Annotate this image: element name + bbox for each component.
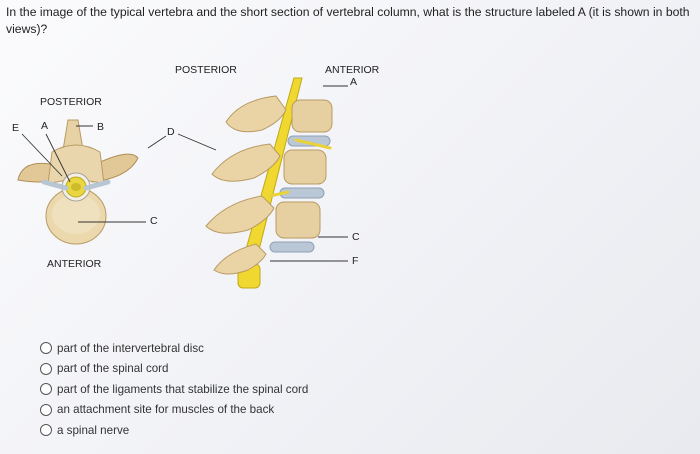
radio-button[interactable] <box>40 403 52 416</box>
top-posterior-label: POSTERIOR <box>40 96 102 108</box>
option-label: a spinal nerve <box>57 423 130 437</box>
option-label: an attachment site for muscles of the ba… <box>57 403 275 417</box>
option-ligaments[interactable]: part of the ligaments that stabilize the… <box>40 379 308 400</box>
option-label: part of the intervertebral disc <box>57 341 204 355</box>
side-label-a: A <box>350 76 357 88</box>
top-anterior-label: ANTERIOR <box>47 258 102 270</box>
question-text: In the image of the typical vertebra and… <box>6 5 690 36</box>
vertebra-figure: POSTERIOR E A B C ANTERIOR <box>0 56 400 296</box>
top-label-c: C <box>150 215 158 227</box>
option-label: part of the spinal cord <box>57 362 169 376</box>
option-intervertebral-disc[interactable]: part of the intervertebral disc <box>40 338 308 359</box>
side-label-c: C <box>352 231 360 243</box>
top-label-e: E <box>12 122 19 134</box>
option-spinal-nerve[interactable]: a spinal nerve <box>40 420 308 441</box>
top-label-b: B <box>97 121 104 133</box>
option-label: part of the ligaments that stabilize the… <box>57 382 309 396</box>
side-posterior-label: POSTERIOR <box>175 64 237 76</box>
vertebra-top-view: POSTERIOR E A B C ANTERIOR <box>12 96 158 270</box>
radio-button[interactable] <box>40 342 52 355</box>
answer-options: part of the intervertebral disc part of … <box>40 338 308 441</box>
vertebra-illustration: POSTERIOR E A B C ANTERIOR <box>12 64 380 289</box>
side-label-d: D <box>167 126 175 138</box>
option-muscle-attachment[interactable]: an attachment site for muscles of the ba… <box>40 400 308 421</box>
radio-button[interactable] <box>40 424 52 437</box>
radio-button[interactable] <box>40 362 52 375</box>
vertebral-column-side-view: POSTERIOR ANTERIOR A D C F <box>147 64 380 289</box>
top-label-a: A <box>41 120 48 132</box>
side-label-f: F <box>352 255 358 267</box>
option-spinal-cord[interactable]: part of the spinal cord <box>40 359 308 380</box>
side-anterior-label: ANTERIOR <box>325 64 380 76</box>
radio-button[interactable] <box>40 383 52 396</box>
